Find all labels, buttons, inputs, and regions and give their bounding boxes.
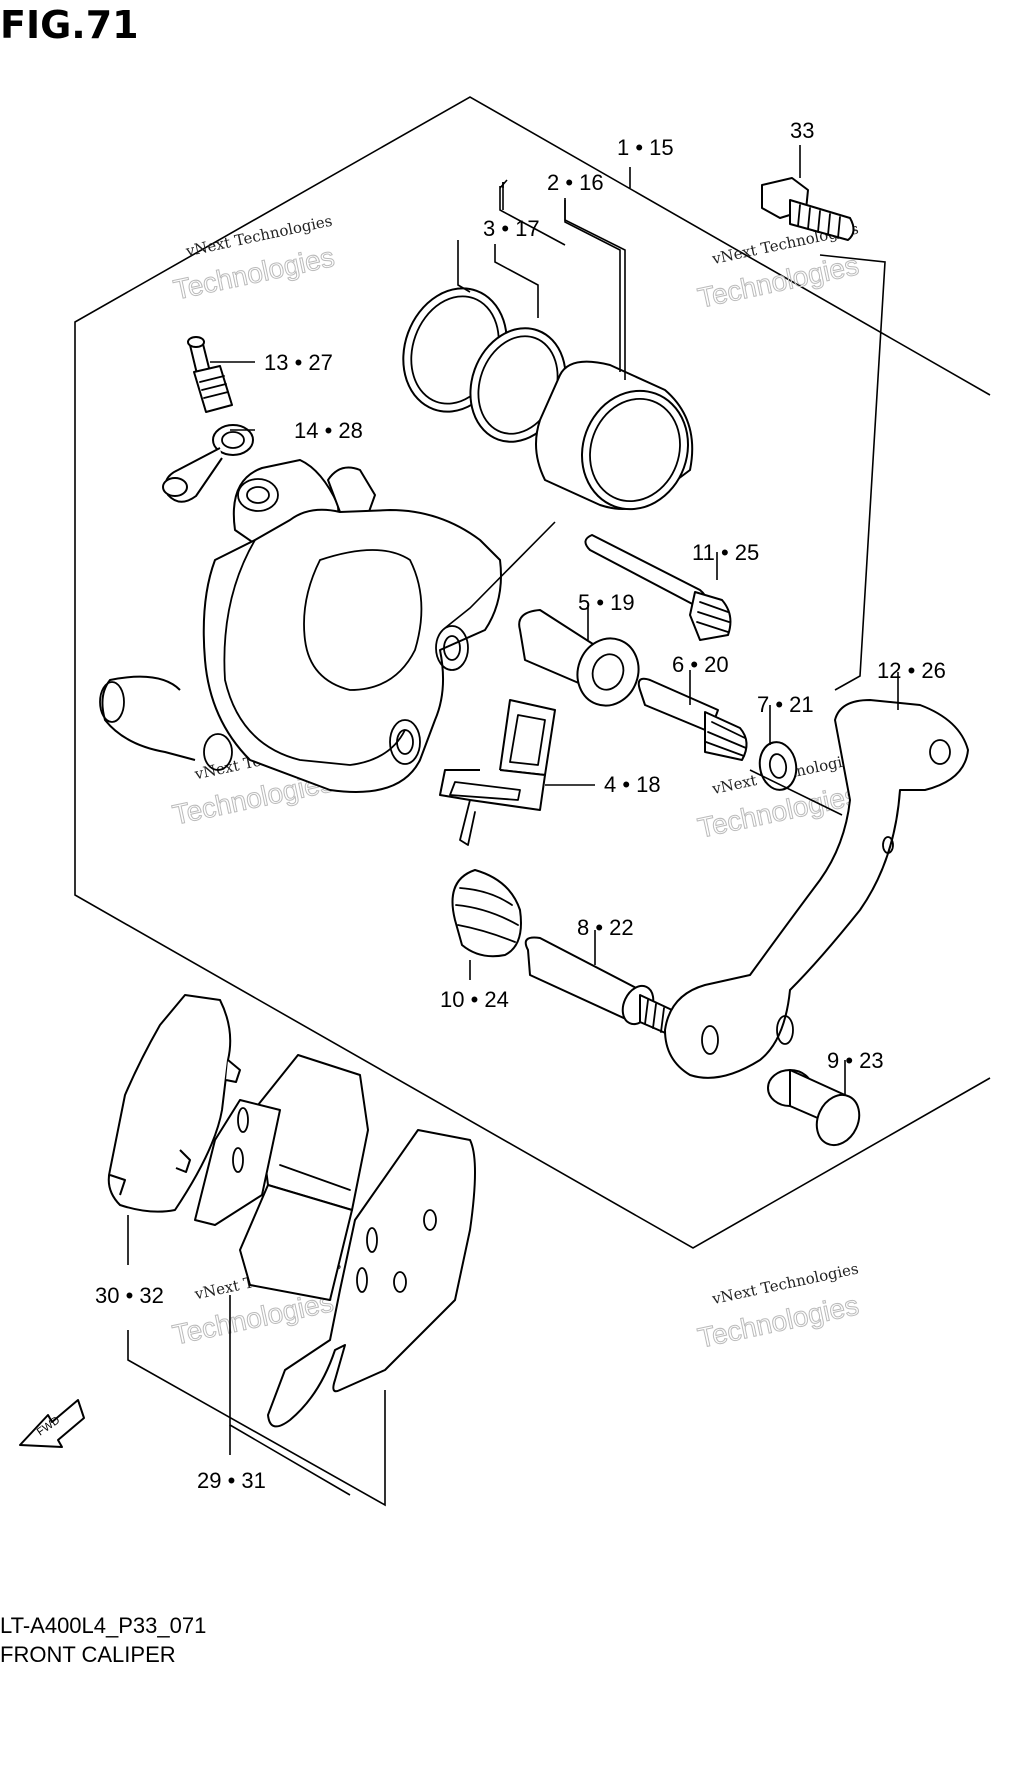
bleeder-valve <box>187 336 233 413</box>
watermark-low-right: vNext Technologies Technologies <box>695 1259 862 1354</box>
callout-label: 10 • 24 <box>440 987 509 1012</box>
pad-spring <box>439 699 556 846</box>
callout-label: 14 • 28 <box>294 418 363 443</box>
guide-pin-upper <box>584 534 732 641</box>
leader-lines <box>127 145 899 1507</box>
assembly-frame <box>74 96 991 1249</box>
washer <box>758 741 798 791</box>
callout-label: 30 • 32 <box>95 1283 164 1308</box>
callout-label: 29 • 31 <box>197 1468 266 1493</box>
figure-name: FRONT CALIPER <box>0 1642 176 1667</box>
callout-label: 13 • 27 <box>264 350 333 375</box>
figure-code: LT-A400L4_P33_071 <box>0 1613 206 1638</box>
callout-label: 2 • 16 <box>547 170 604 195</box>
fwd-arrow-icon: FWD <box>19 1399 85 1448</box>
caliper-bracket <box>664 699 969 1079</box>
callout-label: 12 • 26 <box>877 658 946 683</box>
callout-label: 1 • 15 <box>617 135 674 160</box>
caliper-piston <box>535 360 694 511</box>
callout-label: 11 • 25 <box>692 540 759 565</box>
guide-pin-lower <box>637 677 748 761</box>
bleeder-cap <box>162 424 254 503</box>
callout-label: 4 • 18 <box>604 772 661 797</box>
pin-sleeve <box>518 609 640 707</box>
callout-label: 6 • 20 <box>672 652 729 677</box>
callout-label: 8 • 22 <box>577 915 634 940</box>
callout-label: 5 • 19 <box>578 590 635 615</box>
pin-boot <box>451 869 522 958</box>
bracket-sleeve <box>767 1069 861 1147</box>
pad-shim <box>267 1129 476 1428</box>
brake-pad-inner <box>194 1054 369 1301</box>
callout-label: 33 <box>790 118 814 143</box>
callout-label: 9 • 23 <box>827 1048 884 1073</box>
caliper-body <box>99 459 502 793</box>
brake-pad-outer <box>107 994 241 1213</box>
callout-label: 7 • 21 <box>757 692 814 717</box>
bolt-33 <box>761 177 855 241</box>
watermark-top-left: vNext Technologies Technologies <box>170 212 337 306</box>
figure-title: FIG.71 <box>0 3 139 47</box>
callout-label: 3 • 17 <box>483 216 540 241</box>
bracket-pin <box>524 936 677 1036</box>
